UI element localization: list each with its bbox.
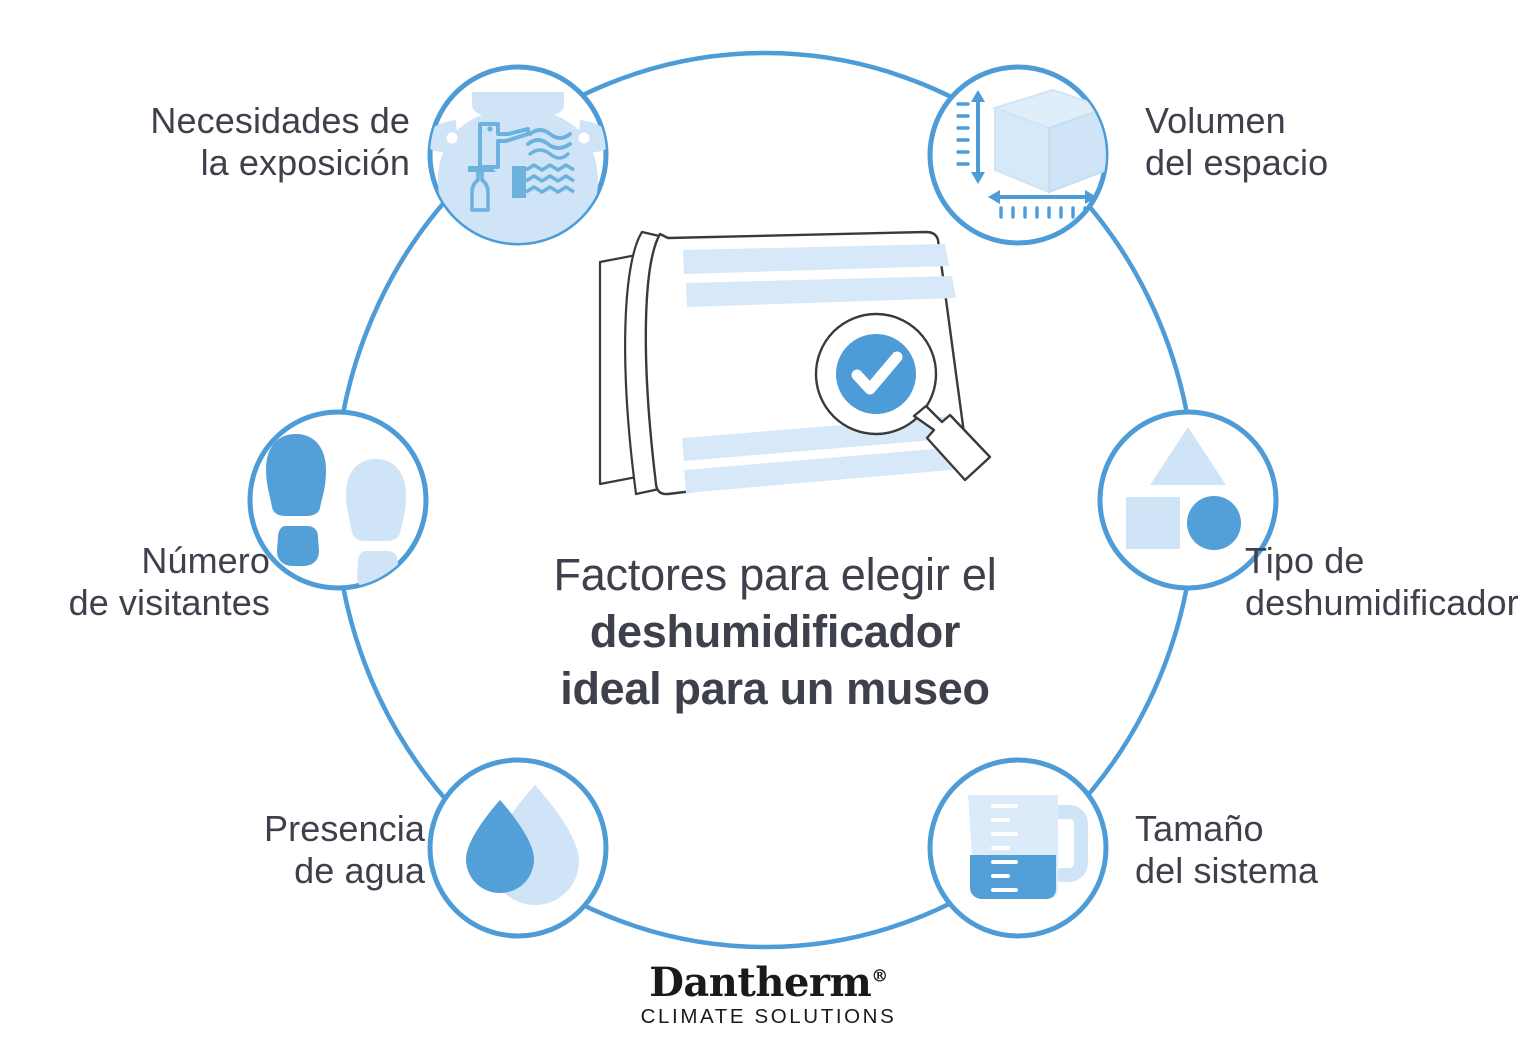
- node-tamano[interactable]: [927, 757, 1109, 939]
- title-line-1: Factores para elegir el: [553, 549, 997, 600]
- check-icon: [851, 351, 903, 395]
- title-line-2: deshumidificador: [589, 605, 961, 657]
- label-line-2: deshumidificador: [1245, 582, 1519, 624]
- label-line-1: Número: [141, 540, 270, 581]
- label-line-2: de agua: [294, 850, 425, 892]
- dehumidifier-illustration: [598, 230, 992, 496]
- water-drops-icon: [466, 785, 579, 905]
- node-label-agua: Presencia de agua: [10, 808, 425, 893]
- label-line-2: del sistema: [1135, 850, 1319, 892]
- label-line-1: Volumen: [1145, 100, 1286, 141]
- node-label-tipo: Tipo de deshumidificador: [1245, 540, 1537, 625]
- measuring-jug-icon: [968, 795, 1088, 899]
- label-line-1: Necesidades de: [150, 100, 410, 141]
- node-label-exposicion: Necesidades de la exposición: [20, 100, 410, 185]
- node-visitantes[interactable]: [247, 409, 429, 591]
- circle-shape: [1187, 496, 1241, 550]
- logo-tagline: CLIMATE SOLUTIONS: [640, 1005, 897, 1028]
- node-volumen[interactable]: [927, 64, 1109, 246]
- label-line-2: la exposición: [200, 142, 410, 184]
- dantherm-logo: Dantherm® CLIMATE SOLUTIONS: [641, 963, 897, 1030]
- cube-measure-icon: [956, 88, 1106, 219]
- registered-mark: ®: [871, 966, 888, 987]
- logo-wordmark: Dantherm®: [641, 963, 897, 1003]
- amphora-icon: [430, 92, 606, 243]
- node-exposicion[interactable]: [426, 64, 611, 251]
- label-line-1: Presencia: [264, 808, 425, 849]
- label-line-1: Tamaño: [1135, 808, 1264, 849]
- node-tipo[interactable]: [1097, 409, 1279, 591]
- node-agua[interactable]: [427, 757, 609, 939]
- shapes-icon: [1126, 427, 1241, 550]
- label-line-1: Tipo de: [1245, 540, 1365, 581]
- label-line-2: del espacio: [1145, 142, 1329, 184]
- node-label-tamano: Tamaño del sistema: [1135, 808, 1435, 893]
- title-line-3: ideal para un museo: [560, 663, 990, 715]
- triangle-shape: [1150, 427, 1226, 485]
- logo-word-text: Dantherm: [649, 959, 872, 1006]
- node-label-visitantes: Número de visitantes: [10, 540, 270, 625]
- node-label-volumen: Volumen del espacio: [1145, 100, 1525, 185]
- label-line-2: de visitantes: [68, 582, 270, 624]
- square-shape: [1126, 497, 1180, 549]
- center-title: Factores para elegir el deshumidificador…: [455, 548, 1095, 718]
